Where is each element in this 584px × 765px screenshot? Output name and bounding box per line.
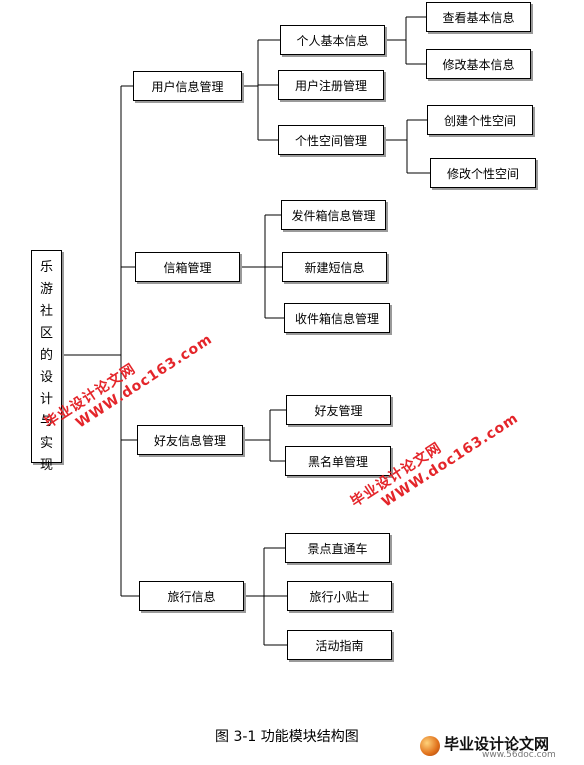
root-char: 的: [39, 348, 53, 363]
logo-title: 毕业设计论文网: [444, 735, 550, 753]
node-friend-management: 好友管理: [286, 395, 391, 425]
root-char: 实: [39, 436, 53, 451]
globe-icon: [420, 736, 440, 756]
node-outbox-management: 发件箱信息管理: [281, 200, 386, 230]
root-char: 乐: [39, 260, 53, 275]
root-char: 区: [39, 326, 53, 341]
node-travel-tips: 旅行小贴士: [287, 581, 392, 611]
node-edit-personal-space: 修改个性空间: [430, 158, 536, 188]
root-char: 现: [39, 458, 53, 473]
node-blacklist-management: 黑名单管理: [285, 446, 391, 476]
node-activity-guide: 活动指南: [287, 630, 392, 660]
root-char: 与: [39, 414, 53, 429]
node-user-info-management: 用户信息管理: [133, 71, 242, 101]
node-view-basic-info: 查看基本信息: [426, 2, 531, 32]
figure-caption: 图 3-1 功能模块结构图: [215, 729, 359, 745]
root-node-system: 乐 游 社 区 的 设 计 与 实 现: [31, 250, 62, 473]
node-travel-info: 旅行信息: [139, 581, 244, 611]
node-scenic-shuttle: 景点直通车: [285, 533, 390, 563]
node-personal-space-management: 个性空间管理: [278, 125, 384, 155]
node-friend-info-management: 好友信息管理: [137, 425, 243, 455]
node-user-registration: 用户注册管理: [278, 70, 384, 100]
node-inbox-management: 收件箱信息管理: [284, 303, 390, 333]
node-personal-basic-info: 个人基本信息: [280, 25, 385, 55]
node-new-message: 新建短信息: [282, 252, 387, 282]
node-mailbox-management: 信箱管理: [135, 252, 240, 282]
site-logo: 毕业设计论文网 www.56doc.com: [418, 733, 580, 761]
node-create-personal-space: 创建个性空间: [427, 105, 533, 135]
logo-url: www.56doc.com: [482, 750, 556, 760]
root-char: 计: [39, 392, 53, 407]
root-char: 游: [39, 282, 53, 297]
root-char: 设: [39, 370, 53, 385]
root-char: 社: [39, 304, 53, 319]
node-edit-basic-info: 修改基本信息: [426, 49, 531, 79]
